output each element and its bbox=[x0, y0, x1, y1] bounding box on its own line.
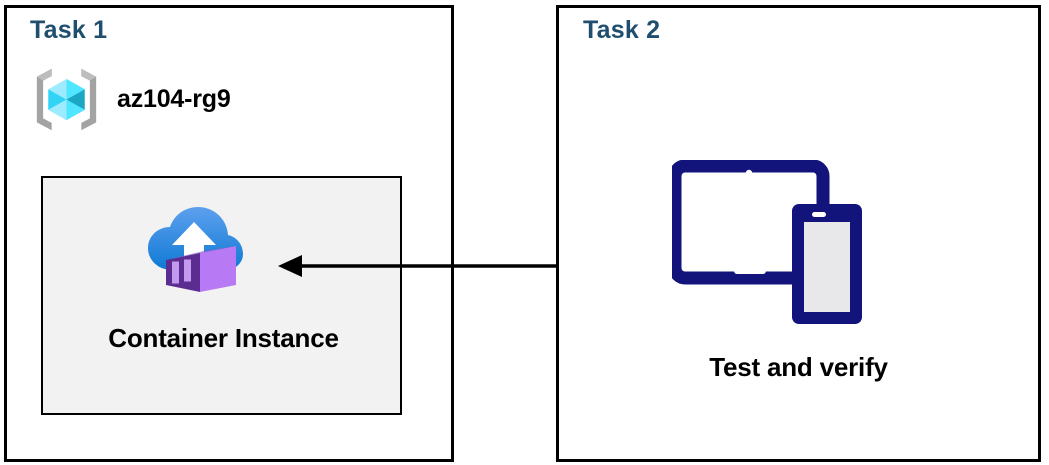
container-instance-label: Container Instance bbox=[108, 323, 339, 353]
test-and-verify-label: Test and verify bbox=[709, 352, 888, 382]
container-instance-box: Container Instance bbox=[41, 176, 402, 415]
tablet-and-phone-icon bbox=[672, 160, 862, 324]
azure-resource-group-icon bbox=[36, 68, 97, 131]
task-1-title: Task 1 bbox=[30, 16, 108, 44]
azure-container-instance-icon bbox=[148, 207, 243, 292]
resource-group-row: az104-rg9 bbox=[30, 63, 231, 136]
task-2-title: Task 2 bbox=[583, 16, 661, 44]
resource-group-label: az104-rg9 bbox=[117, 85, 231, 113]
